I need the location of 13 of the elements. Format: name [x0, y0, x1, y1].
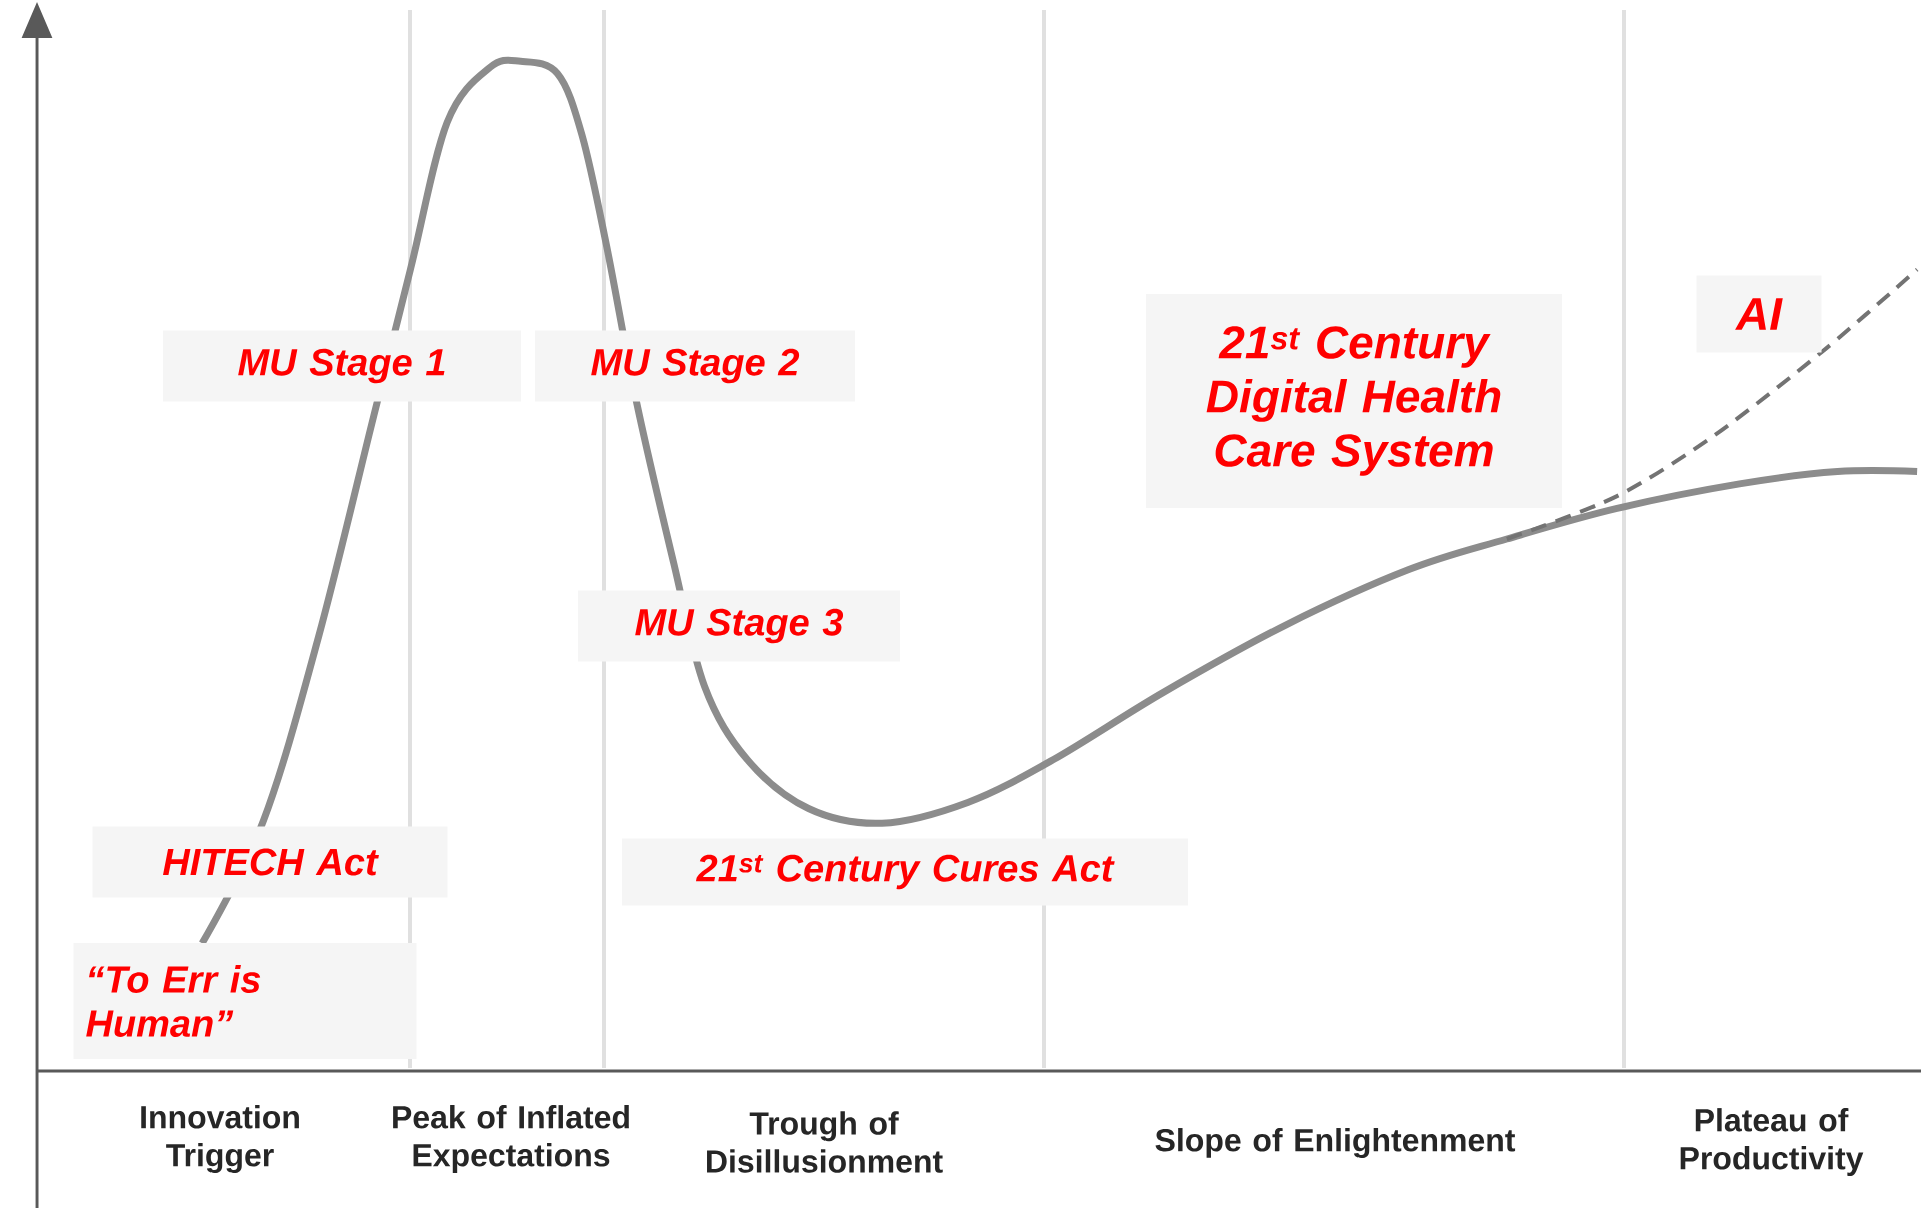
milestone-label: MU Stage 2: [535, 330, 855, 402]
phase-label: Slope of Enlightenment: [1155, 1128, 1516, 1158]
milestone-label: MU Stage 3: [578, 590, 900, 662]
phase-label: Peak of Inflated Expectations: [393, 1105, 629, 1173]
milestone-label: MU Stage 1: [163, 330, 521, 402]
milestone-label: 21$^{st}$ Century Digital Health Care System: [1146, 294, 1562, 508]
milestone-label: AI: [1696, 275, 1822, 353]
milestone-label: 21$^{st}$ Century Cures Act: [622, 838, 1188, 906]
milestone-label: HITECH Act: [92, 826, 448, 898]
phase-label: Plateau of Productivity: [1680, 1108, 1864, 1176]
phase-label: Trough of Disillusionment: [707, 1111, 943, 1173]
phase-label: Innovation Trigger: [141, 1105, 299, 1173]
milestone-label: “To Err is Human”: [73, 943, 417, 1059]
